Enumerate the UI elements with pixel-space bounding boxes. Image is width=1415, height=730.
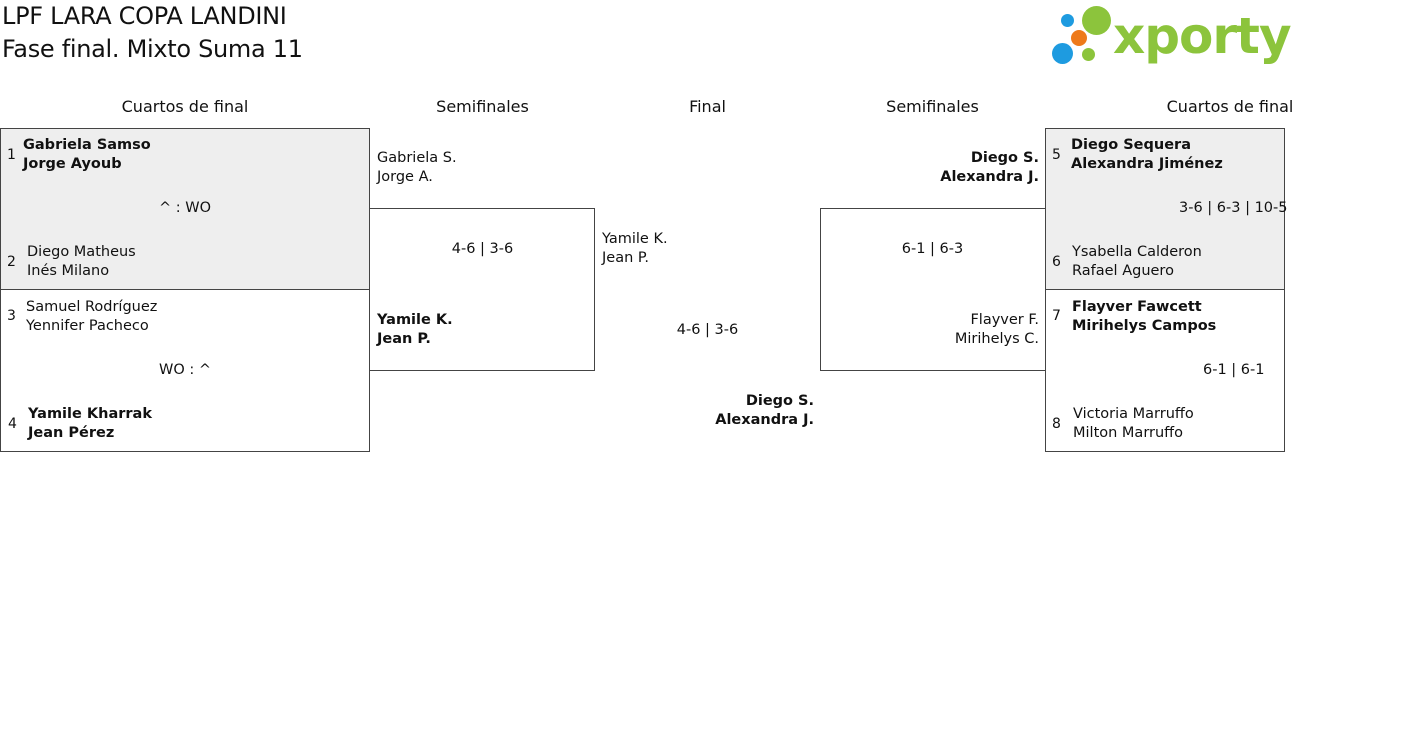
player-name: Jorge A. (377, 169, 433, 185)
player-name: Inés Milano (27, 263, 110, 279)
player-name: Yamile K. (377, 312, 453, 328)
player-name: Milton Marruffo (1073, 425, 1184, 441)
player-name: Diego Sequera (1071, 137, 1191, 153)
seed-number: 7 (1052, 308, 1061, 324)
player-name: Diego S. (970, 150, 1039, 166)
player-name: Mirihelys C. (954, 331, 1039, 347)
round-header-left-quarters: Cuartos de final (121, 97, 249, 116)
match-score: ^ : WO (158, 200, 211, 216)
seed-number: 4 (8, 416, 17, 432)
seed-number: 1 (7, 147, 16, 163)
player-name: Yennifer Pacheco (26, 318, 149, 334)
player-name: Jean P. (602, 250, 649, 266)
player-name: Alexandra J. (940, 169, 1039, 185)
round-header-left-semis: Semifinales (436, 97, 529, 116)
xporty-logo[interactable]: xporty (1050, 4, 1292, 68)
round-header-right-semis: Semifinales (886, 97, 979, 116)
page-title: LPF LARA COPA LANDINI (2, 2, 287, 30)
round-header-final: Final (689, 97, 726, 116)
player-name: Jean Pérez (28, 425, 115, 441)
match-score: 3-6 | 6-3 | 10-5 (1179, 200, 1288, 216)
match-score: 4-6 | 3-6 (676, 322, 739, 338)
seed-number: 5 (1052, 147, 1061, 163)
player-name: Rafael Aguero (1072, 263, 1174, 279)
player-name: Samuel Rodríguez (26, 299, 158, 315)
seed-number: 8 (1052, 416, 1061, 432)
round-header-right-quarters: Cuartos de final (1166, 97, 1294, 116)
player-name: Ysabella Calderon (1072, 244, 1202, 260)
player-name: Gabriela Samso (23, 137, 151, 153)
page-subtitle: Fase final. Mixto Suma 11 (2, 35, 303, 63)
player-name: Jean P. (377, 331, 431, 347)
player-name: Diego Matheus (27, 244, 136, 260)
player-name: Gabriela S. (377, 150, 457, 166)
seed-number: 2 (7, 254, 16, 270)
match-score: 4-6 | 3-6 (451, 241, 514, 257)
player-name: Mirihelys Campos (1072, 318, 1217, 334)
match-box-ls[interactable] (369, 208, 595, 371)
player-name: Flayver Fawcett (1072, 299, 1202, 315)
player-name: Flayver F. (970, 312, 1039, 328)
logo-text: xporty (1113, 7, 1292, 65)
player-name: Jorge Ayoub (23, 156, 122, 172)
player-name: Alexandra Jiménez (1071, 156, 1223, 172)
seed-number: 6 (1052, 254, 1061, 270)
match-score: WO : ^ (158, 362, 211, 378)
match-score: 6-1 | 6-3 (901, 241, 964, 257)
match-score: 6-1 | 6-1 (1203, 362, 1265, 378)
player-name: Diego S. (745, 393, 814, 409)
match-box-rq2[interactable] (1045, 289, 1285, 452)
player-name: Victoria Marruffo (1073, 406, 1194, 422)
seed-number: 3 (7, 308, 16, 324)
player-name: Yamile Kharrak (28, 406, 152, 422)
player-name: Yamile K. (602, 231, 668, 247)
player-name: Alexandra J. (715, 412, 814, 428)
